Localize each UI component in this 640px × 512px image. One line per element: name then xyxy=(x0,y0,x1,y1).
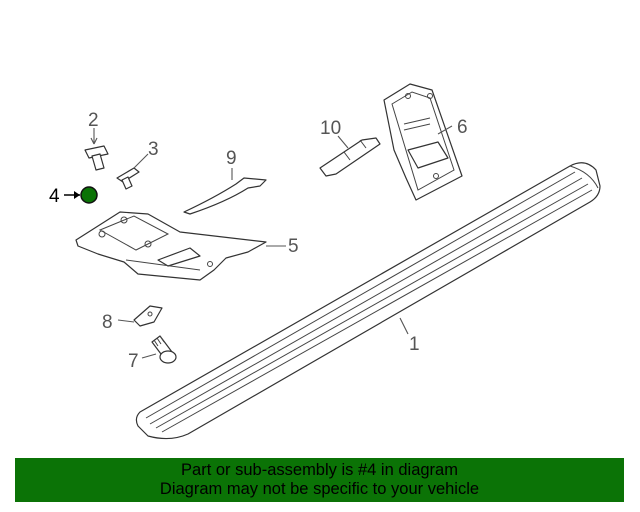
callout-7: 7 xyxy=(128,351,139,372)
part-6-bracket xyxy=(383,83,463,201)
part-10-clip xyxy=(319,137,381,177)
callout-4: 4 xyxy=(49,186,60,207)
callout-8: 8 xyxy=(102,312,113,333)
banner-line-1: Part or sub-assembly is #4 in diagram xyxy=(181,461,458,479)
callout-10: 10 xyxy=(320,118,341,139)
leader-lines xyxy=(76,125,453,359)
part-9-strap xyxy=(183,177,267,215)
leader-4-arrowhead xyxy=(74,191,80,199)
part-5-mounting-bracket xyxy=(75,211,267,281)
parts-diagram: 1 2 3 4 5 6 7 8 9 10 xyxy=(49,83,601,440)
part-7-bolt xyxy=(151,335,177,364)
part-4-nut xyxy=(80,186,98,204)
callout-9: 9 xyxy=(226,148,237,169)
callout-5: 5 xyxy=(288,236,299,257)
callout-6: 6 xyxy=(457,117,468,138)
info-banner: Part or sub-assembly is #4 in diagram Di… xyxy=(15,458,624,502)
banner-line-2: Diagram may not be specific to your vehi… xyxy=(159,480,480,498)
part-8-small-bracket xyxy=(133,305,163,327)
callout-3: 3 xyxy=(148,139,159,160)
callout-2: 2 xyxy=(88,110,99,131)
part-3-clip-pin xyxy=(116,167,140,190)
callout-1: 1 xyxy=(409,334,420,355)
part-2-fastener xyxy=(84,145,109,171)
part-1-running-board xyxy=(135,162,601,440)
